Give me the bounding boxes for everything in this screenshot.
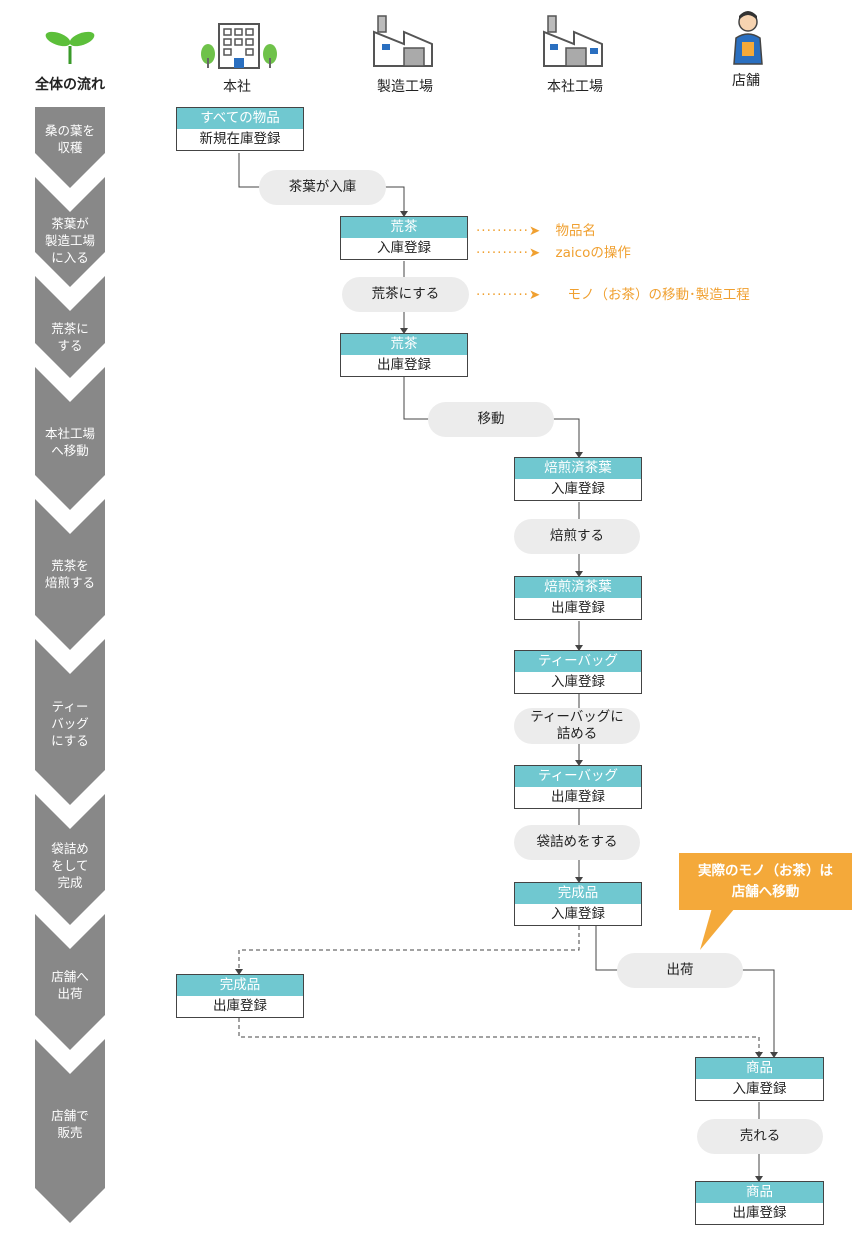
item-box-teabag-in: ティーバッグ 入庫登録 bbox=[514, 650, 642, 694]
flow-step-7: 袋詰め をして 完成 bbox=[51, 841, 89, 890]
flow-chevron-2 bbox=[35, 177, 105, 287]
callout-actual-movement: 実際のモノ（お茶）は 店舗へ移動 bbox=[679, 853, 852, 910]
item-box-header: 焙煎済茶葉 bbox=[515, 458, 641, 479]
flow-step-2: 茶葉が 製造工場 に入る bbox=[44, 216, 95, 265]
item-box-header: ティーバッグ bbox=[515, 766, 641, 787]
item-box-product-out: 商品 出庫登録 bbox=[695, 1181, 824, 1225]
flow-chevron-5 bbox=[35, 499, 105, 650]
flow-arrowheads bbox=[235, 211, 778, 1182]
flow-step-9: 店舗で 販売 bbox=[51, 1108, 89, 1140]
item-box-operation: 入庫登録 bbox=[551, 906, 605, 922]
item-box-operation: 入庫登録 bbox=[377, 240, 431, 256]
action-fill-teabags: ティーバッグに 詰める bbox=[514, 708, 640, 744]
item-box-operation: 新規在庫登録 bbox=[199, 131, 281, 147]
item-box-operation: 出庫登録 bbox=[551, 600, 605, 616]
flow-chevron-4 bbox=[35, 367, 105, 510]
callout-tail bbox=[700, 908, 735, 950]
item-box-header: 完成品 bbox=[515, 883, 641, 904]
flow-step-1: 桑の葉を 収穫 bbox=[44, 123, 95, 155]
column-factory: 製造工場 bbox=[377, 79, 433, 95]
action-leaves-in: 茶葉が入庫 bbox=[259, 170, 386, 205]
item-box-product-in: 商品 入庫登録 bbox=[695, 1057, 824, 1101]
item-box-operation: 入庫登録 bbox=[551, 481, 605, 497]
legend-zaico-operation: ··········➤ zaicoの操作 bbox=[476, 245, 631, 261]
item-box-operation: 出庫登録 bbox=[732, 1205, 787, 1221]
action-roast: 焙煎する bbox=[514, 519, 640, 554]
item-box-header: 荒茶 bbox=[341, 217, 467, 238]
flow-title: 全体の流れ bbox=[35, 77, 105, 93]
flow-chevron-1 bbox=[35, 107, 105, 188]
item-box-finished-out: 完成品 出庫登録 bbox=[176, 974, 304, 1018]
action-move: 移動 bbox=[428, 402, 554, 437]
flow-chevron-3 bbox=[35, 276, 105, 378]
item-box-header: 商品 bbox=[696, 1058, 823, 1079]
sprout-icon bbox=[45, 31, 95, 64]
factory-icon bbox=[373, 15, 433, 67]
item-box-roasted-in: 焙煎済茶葉 入庫登録 bbox=[514, 457, 642, 501]
item-box-roasted-out: 焙煎済茶葉 出庫登録 bbox=[514, 576, 642, 620]
item-box-header: 荒茶 bbox=[341, 334, 467, 355]
office-building-icon bbox=[201, 23, 277, 69]
flow-step-8: 店舗へ 出荷 bbox=[51, 969, 89, 1001]
item-box-operation: 出庫登録 bbox=[213, 998, 267, 1014]
item-box-finished-in: 完成品 入庫登録 bbox=[514, 882, 642, 926]
item-box-operation: 出庫登録 bbox=[551, 789, 605, 805]
flow-chevron-6 bbox=[35, 639, 105, 805]
flow-lines bbox=[238, 153, 775, 1177]
legend-dotted-arrow: ··········➤ bbox=[476, 245, 542, 261]
hq-factory-icon bbox=[543, 15, 603, 67]
legend-item-name: ··········➤ 物品名 bbox=[476, 223, 597, 239]
flow-chevron-9 bbox=[35, 1039, 105, 1223]
flow-step-4: 本社工場 へ移動 bbox=[44, 426, 95, 458]
legend-movement: ··········➤ モノ（お茶）の移動･製造工程 bbox=[476, 287, 750, 303]
flow-chevron-7 bbox=[35, 794, 105, 925]
item-box-header: 完成品 bbox=[177, 975, 303, 996]
item-box-header: 商品 bbox=[696, 1182, 823, 1203]
item-box-all-items: すべての物品 新規在庫登録 bbox=[176, 107, 304, 151]
item-box-header: すべての物品 bbox=[177, 108, 303, 129]
flow-chevron-8 bbox=[35, 914, 105, 1050]
item-box-crude-tea-in: 荒茶 入庫登録 bbox=[340, 216, 468, 260]
flow-step-3: 荒茶に する bbox=[51, 321, 89, 353]
column-headquarters: 本社 bbox=[223, 79, 251, 95]
item-box-teabag-out: ティーバッグ 出庫登録 bbox=[514, 765, 642, 809]
flow-dashed-lines bbox=[238, 926, 760, 1053]
flow-step-6: ティー バッグ にする bbox=[51, 699, 89, 748]
item-box-operation: 入庫登録 bbox=[732, 1081, 787, 1097]
legend-dotted-arrow: ··········➤ bbox=[476, 223, 542, 239]
item-box-operation: 出庫登録 bbox=[377, 357, 431, 373]
column-store: 店舗 bbox=[732, 73, 760, 89]
item-box-header: 焙煎済茶葉 bbox=[515, 577, 641, 598]
item-box-header: ティーバッグ bbox=[515, 651, 641, 672]
flow-step-5: 荒茶を 焙煎する bbox=[44, 558, 95, 590]
action-bagging: 袋詰めをする bbox=[514, 825, 640, 860]
action-sold: 売れる bbox=[697, 1119, 823, 1154]
column-hq-factory: 本社工場 bbox=[547, 79, 603, 95]
shop-clerk-icon bbox=[733, 11, 763, 65]
action-make-crude-tea: 荒茶にする bbox=[342, 277, 469, 312]
item-box-operation: 入庫登録 bbox=[551, 674, 605, 690]
action-ship: 出荷 bbox=[617, 953, 743, 988]
legend-dotted-arrow: ··········➤ bbox=[476, 287, 542, 303]
item-box-crude-tea-out: 荒茶 出庫登録 bbox=[340, 333, 468, 377]
flow-chevrons bbox=[35, 107, 105, 1223]
